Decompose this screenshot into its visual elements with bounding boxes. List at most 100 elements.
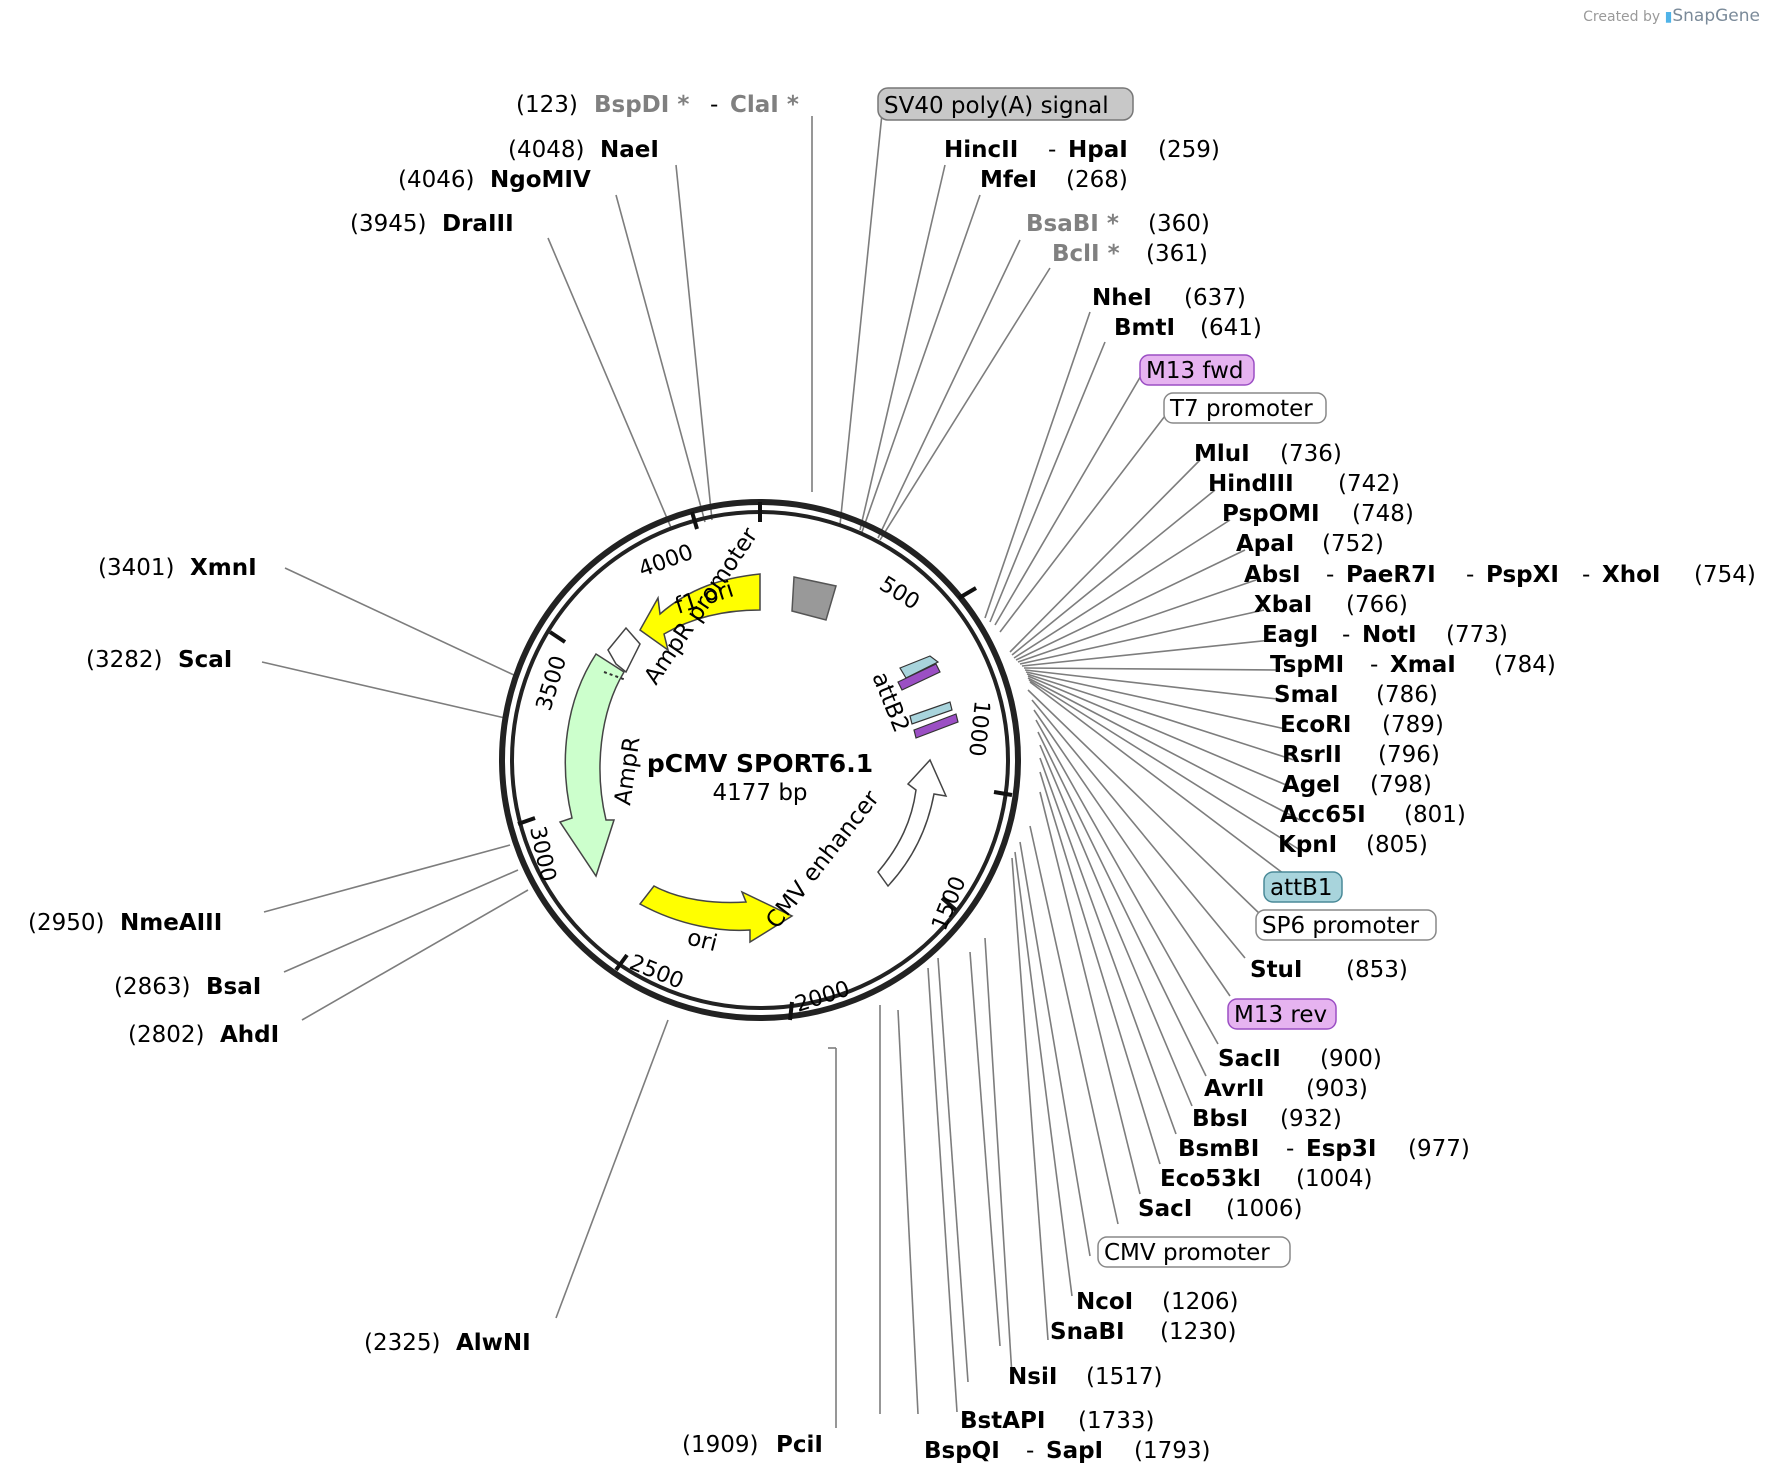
site-absi-name: AbsI [1244,562,1301,588]
site-saci-name: SacI [1138,1196,1192,1222]
tick-4000: 4000 [636,540,697,583]
site-bspqi-sep: - [1026,1438,1034,1464]
site-pspomi-name: PspOMI [1222,501,1320,527]
site-ncoi-name: NcoI [1076,1289,1133,1315]
sp6-label: SP6 promoter [1262,913,1420,939]
tick-1000: 1000 [963,699,994,757]
site-bbsi-pos: (932) [1280,1106,1342,1132]
attb2-feature [897,655,959,739]
site-bsmbi-pos: (977) [1408,1136,1470,1162]
site-sacii-name: SacII [1218,1046,1281,1072]
site-xmni-name: XmnI [190,555,257,581]
ampr-feature [558,652,626,878]
site-acc65i-name: Acc65I [1280,802,1366,828]
t7-label: T7 promoter [1169,396,1313,422]
site-mfei-name: MfeI [980,167,1037,193]
site-eco53ki-pos: (1004) [1296,1166,1372,1192]
site-scai-name: ScaI [178,647,232,673]
site-pcii-pos: (1909) [682,1432,758,1458]
site-kpni-name: KpnI [1278,832,1337,858]
site-ahdi-pos: (2802) [128,1022,204,1048]
site-bbsi-name: BbsI [1192,1106,1248,1132]
site-bsai-pos: (2863) [114,974,190,1000]
site-bspdi-name: BspDI * [594,92,689,118]
site-stui-name: StuI [1250,957,1303,983]
site-bcli-pos: (361) [1146,241,1208,267]
site-scai-pos: (3282) [86,647,162,673]
site-nsii-name: NsiI [1008,1364,1057,1390]
site-sacii-pos: (900) [1320,1046,1382,1072]
site-bcli-name: BclI * [1052,241,1120,267]
site-eagi-name: EagI [1262,622,1318,648]
site-bspdi-pos: (123) [516,92,578,118]
plasmid-name: pCMV SPORT6.1 [647,749,873,778]
sv40-label: SV40 poly(A) signal [884,93,1109,119]
cmv-promoter-label: CMV promoter [1104,1240,1270,1266]
site-bspdi-sep: - [710,92,718,118]
site-bsmbi-name: BsmBI [1178,1136,1259,1162]
site-bmti-pos: (641) [1200,315,1262,341]
tick-500: 500 [875,572,924,615]
site-hincii-pos: (259) [1158,137,1220,163]
site-ecori-pos: (789) [1382,712,1444,738]
site-alwni-pos: (2325) [364,1330,440,1356]
site-bstapi-pos: (1733) [1078,1408,1154,1434]
cmv-enhancer-feature [877,758,948,888]
site-tspmi-sep: - [1370,652,1378,678]
left-enzyme-labels: (123) BspDI * - ClaI * (4048) NaeI (4046… [28,92,823,1458]
site-ngomiv-name: NgoMIV [490,167,591,193]
site-acc65i-pos: (801) [1404,802,1466,828]
site-xbai-pos: (766) [1346,592,1408,618]
site-hindiii-pos: (742) [1338,471,1400,497]
site-eagi-sep: - [1342,622,1350,648]
site-kpni-pos: (805) [1366,832,1428,858]
site-apai-pos: (752) [1322,531,1384,557]
site-draiii-pos: (3945) [350,211,426,237]
site-sapi-name: SapI [1046,1438,1103,1464]
site-rsrii-pos: (796) [1378,742,1440,768]
site-bspqi-pos: (1793) [1134,1438,1210,1464]
site-draiii-name: DraIII [442,211,514,237]
site-snabi-name: SnaBI [1050,1319,1125,1345]
site-nsii-pos: (1517) [1086,1364,1162,1390]
site-bsabi-name: BsaBI * [1026,211,1119,237]
site-hincii-sep: - [1048,137,1056,163]
site-clai-name: ClaI * [730,92,799,118]
site-paer7i-name: PaeR7I [1346,562,1436,588]
site-bstapi-name: BstAPI [960,1408,1045,1434]
site-rsrii-name: RsrII [1282,742,1342,768]
site-nhei-pos: (637) [1184,285,1246,311]
site-naei-name: NaeI [600,137,659,163]
plasmid-length: 4177 bp [712,780,807,806]
site-ngomiv-pos: (4046) [398,167,474,193]
site-smai-name: SmaI [1274,682,1339,708]
site-hincii-name: HincII [944,137,1018,163]
site-bsabi-pos: (360) [1148,211,1210,237]
site-mlui-pos: (736) [1280,441,1342,467]
site-paer7i-sep: - [1466,562,1474,588]
site-pspxi-name: PspXI [1486,562,1559,588]
site-noti-name: NotI [1362,622,1417,648]
site-xmni-pos: (3401) [98,555,174,581]
ori-label: ori [685,925,720,957]
boxed-feature-labels: SV40 poly(A) signal M13 fwd T7 promoter … [877,87,1437,1268]
site-apai-name: ApaI [1236,531,1294,557]
site-hindiii-name: HindIII [1208,471,1294,497]
attb1-label: attB1 [1270,875,1333,901]
site-smai-pos: (786) [1376,682,1438,708]
site-ncoi-pos: (1206) [1162,1289,1238,1315]
site-stui-pos: (853) [1346,957,1408,983]
cmv-enhancer-label: CMV enhancer [761,786,885,934]
site-avrii-pos: (903) [1306,1076,1368,1102]
site-naei-pos: (4048) [508,137,584,163]
site-xbai-name: XbaI [1254,592,1312,618]
ampr-label: AmpR [610,735,645,807]
site-bspqi-name: BspQI [924,1438,1000,1464]
site-bmti-name: BmtI [1114,315,1175,341]
site-nhei-name: NheI [1092,285,1152,311]
site-bsai-name: BsaI [206,974,261,1000]
tick-1500: 1500 [927,873,971,934]
site-tspmi-name: TspMI [1270,652,1344,678]
m13rev-label: M13 rev [1234,1002,1327,1028]
